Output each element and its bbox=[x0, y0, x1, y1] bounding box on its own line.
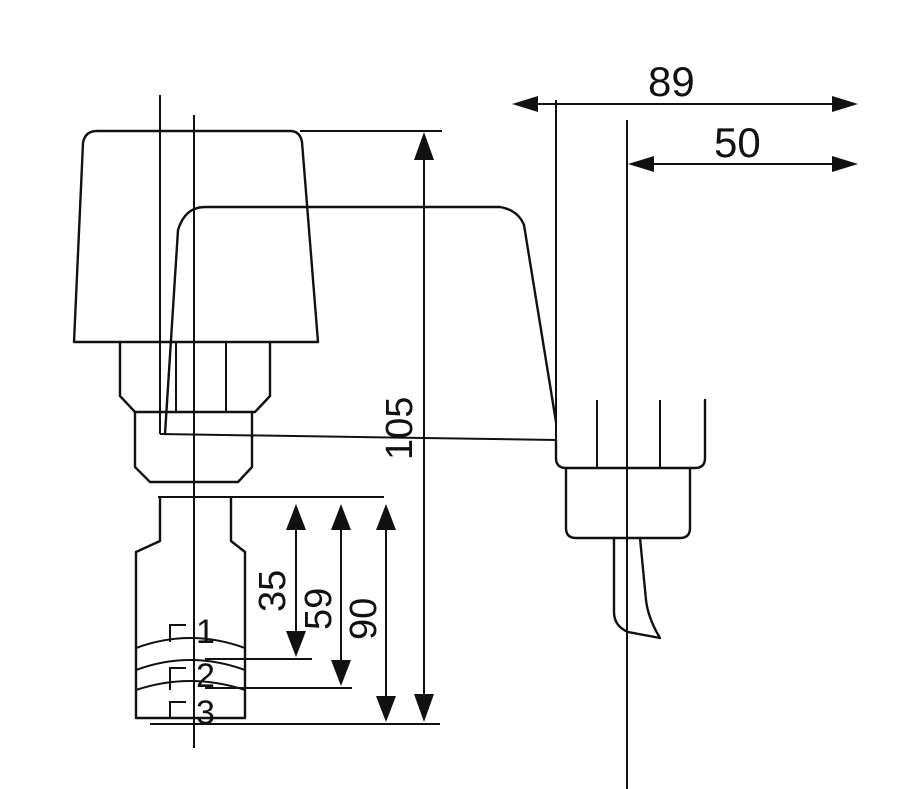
side-housing-outline bbox=[163, 205, 558, 436]
dimension-label-35: 35 bbox=[252, 570, 294, 612]
front-paddle-outline bbox=[134, 496, 247, 720]
front-view: 1 2 3 bbox=[72, 95, 557, 748]
dimension-105: 105 bbox=[300, 130, 442, 722]
dimension-90: 90 bbox=[343, 504, 396, 722]
dimension-35: 35 bbox=[252, 504, 306, 657]
paddle-trim-line-2 bbox=[135, 659, 246, 671]
dimension-label-50: 50 bbox=[714, 119, 761, 166]
dimension-label-90: 90 bbox=[343, 598, 385, 640]
dimension-89: 89 bbox=[512, 58, 858, 112]
side-paddle-profile bbox=[612, 536, 662, 640]
dimension-50: 50 bbox=[628, 119, 858, 172]
dimension-label-105: 105 bbox=[379, 397, 421, 460]
side-view bbox=[163, 100, 707, 789]
paddle-trim-line-1 bbox=[135, 637, 246, 649]
trim-flag-1 bbox=[169, 624, 186, 642]
paddle-label-2: 2 bbox=[196, 657, 215, 695]
trim-flag-3 bbox=[169, 701, 186, 718]
side-bottom-box bbox=[554, 398, 707, 470]
paddle-trim-line-3 bbox=[135, 680, 246, 691]
dimension-59: 59 bbox=[298, 504, 351, 686]
front-cover-outline bbox=[72, 129, 320, 344]
paddle-label-3: 3 bbox=[196, 694, 215, 732]
trim-flag-2 bbox=[169, 667, 186, 690]
paddle-label-1: 1 bbox=[196, 613, 215, 651]
dimension-label-59: 59 bbox=[298, 588, 340, 630]
dimension-label-89: 89 bbox=[648, 58, 695, 105]
